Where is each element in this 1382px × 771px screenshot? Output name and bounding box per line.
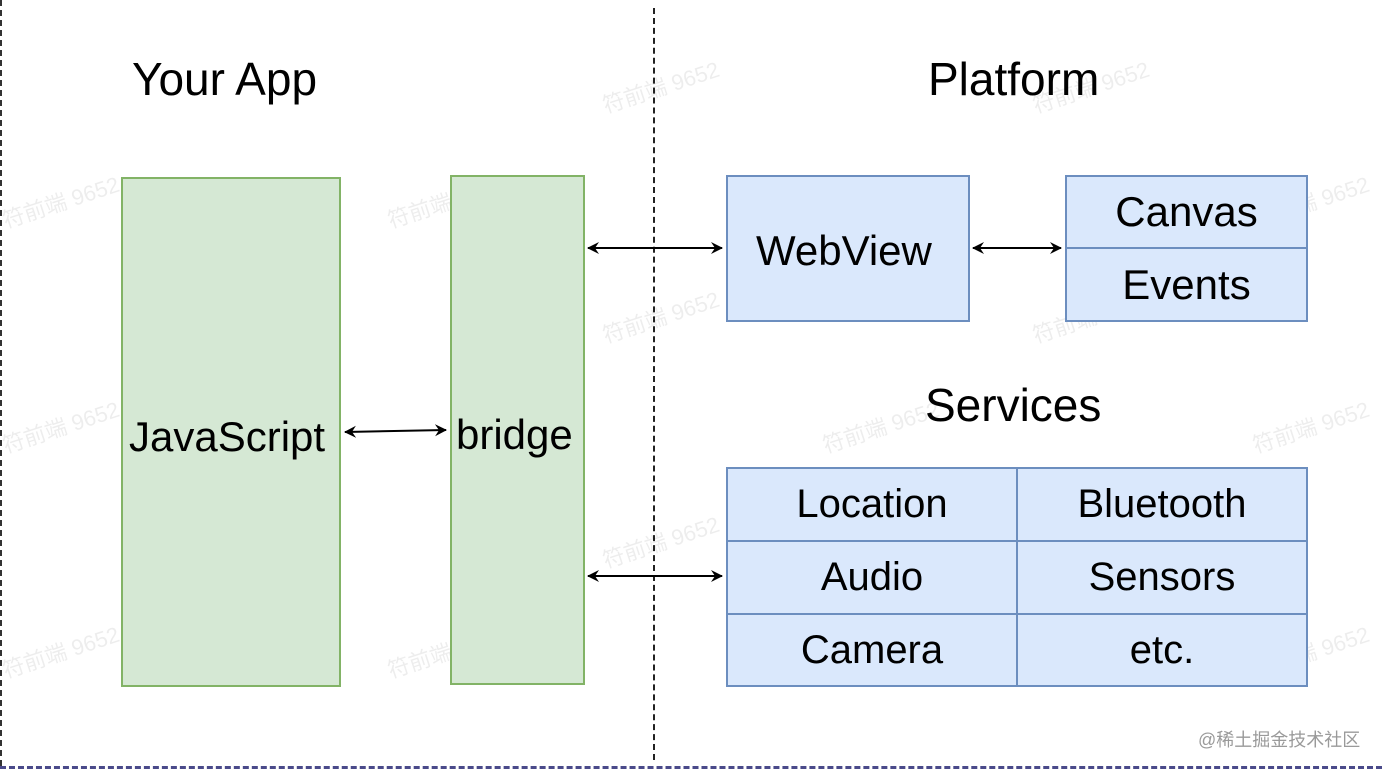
service-cell-box xyxy=(726,613,1018,687)
app-platform-divider xyxy=(653,8,655,760)
service-camera: Camera xyxy=(800,627,944,672)
canvas-label: Canvas xyxy=(1115,188,1258,235)
service-sensors: Sensors xyxy=(1088,555,1236,599)
events-label: Events xyxy=(1122,260,1251,308)
left-dashed-border xyxy=(0,0,2,766)
javascript-box xyxy=(121,177,341,687)
bottom-dashed-border xyxy=(0,766,1382,769)
webview-box xyxy=(726,175,970,322)
source-credit: @稀土掘金技术社区 xyxy=(1198,730,1361,750)
bridge-box xyxy=(450,175,585,685)
bridge-label: bridge xyxy=(456,411,573,458)
service-audio: Audio xyxy=(820,555,924,599)
service-bluetooth: Bluetooth xyxy=(1077,482,1247,526)
platform-heading: Platform xyxy=(928,53,1100,105)
events-box xyxy=(1065,247,1308,322)
service-etc: etc. xyxy=(1129,627,1195,672)
service-location: Location xyxy=(796,482,948,526)
javascript-label: JavaScript xyxy=(129,413,326,460)
webview-label: WebView xyxy=(756,227,932,274)
services-heading: Services xyxy=(925,379,1102,431)
your-app-heading: Your App xyxy=(132,53,318,105)
javascript-bridge-arrow xyxy=(344,424,447,438)
service-cell-box xyxy=(1016,467,1308,542)
service-cell-box xyxy=(1016,613,1308,687)
